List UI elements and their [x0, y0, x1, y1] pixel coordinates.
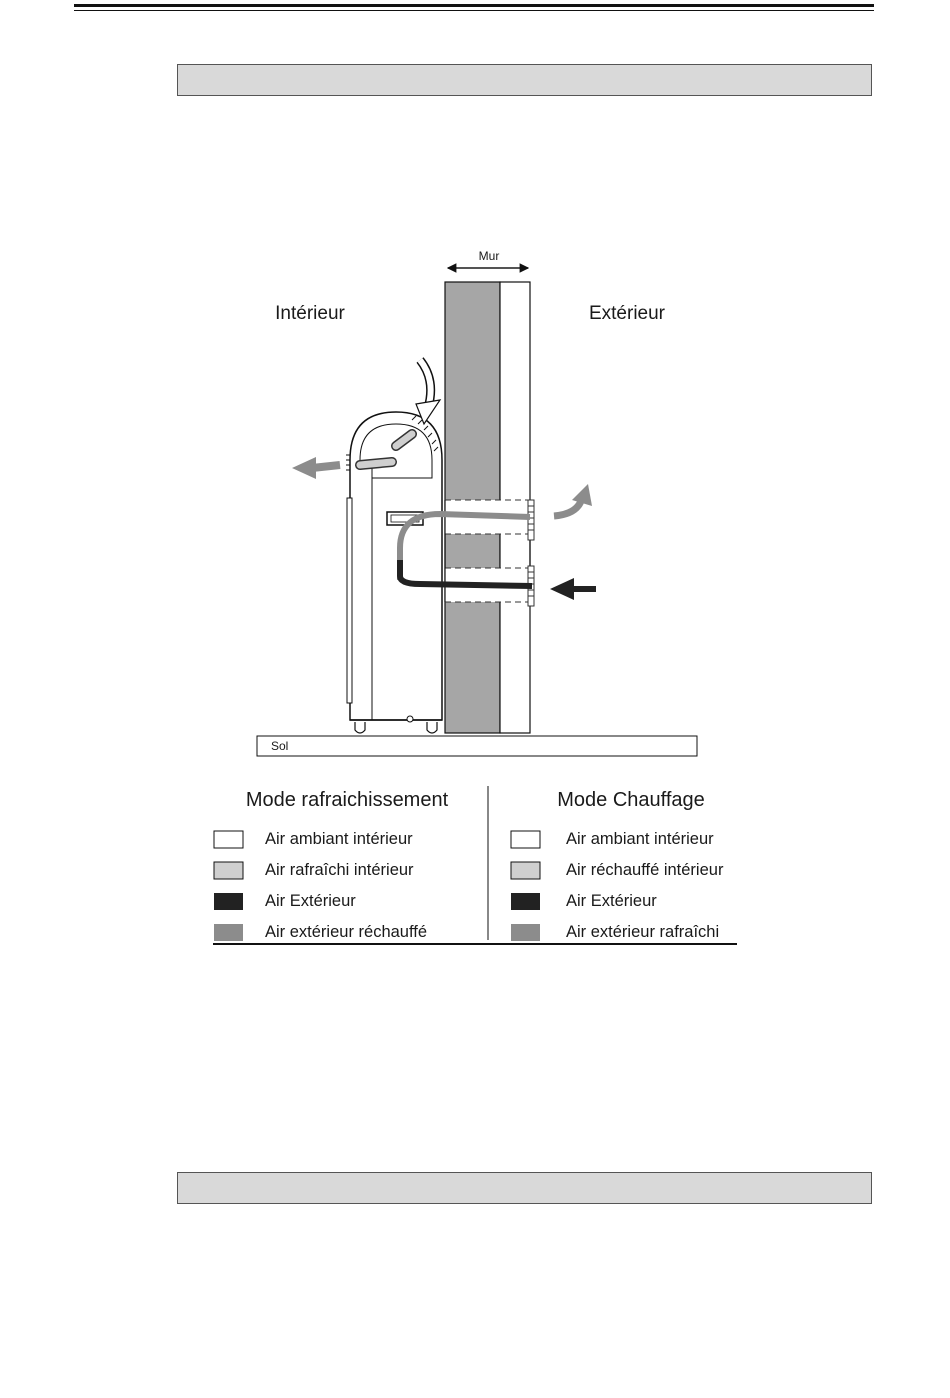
floor-label: Sol — [271, 739, 288, 753]
legend-heating-item-2: Air réchauffé intérieur — [566, 861, 724, 879]
legend-heating-item-1: Air ambiant intérieur — [566, 830, 714, 848]
interior-label: Intérieur — [275, 303, 345, 324]
legend-heating-item-3: Air Extérieur — [566, 892, 657, 910]
floor — [257, 736, 697, 756]
swatch-outdoor-heated — [214, 924, 243, 941]
legend-cooling-item-2: Air rafraîchi intérieur — [265, 861, 414, 879]
legend: Mode rafraichissement Mode Chauffage Air… — [213, 786, 737, 944]
wall — [445, 282, 530, 733]
swatch-ambient — [214, 831, 243, 848]
legend-heating-item-4: Air extérieur rafraîchi — [566, 923, 719, 941]
swatch-treated — [214, 862, 243, 879]
exterior-label: Extérieur — [589, 303, 666, 324]
legend-cooling-title: Mode rafraichissement — [246, 789, 449, 811]
outdoor-intake-arrow — [550, 578, 596, 600]
legend-cooling-item-3: Air Extérieur — [265, 892, 356, 910]
indoor-outlet-arrow — [292, 457, 340, 479]
legend-heating-title: Mode Chauffage — [557, 789, 705, 811]
exhaust-out-arrow — [554, 484, 592, 516]
wall-label: Mur — [479, 249, 500, 263]
swatch-outdoor-cooled — [511, 924, 540, 941]
swatch-outdoor — [511, 893, 540, 910]
swatch-outdoor — [214, 893, 243, 910]
legend-cooling-item-1: Air ambiant intérieur — [265, 830, 413, 848]
legend-cooling-item-4: Air extérieur réchauffé — [265, 923, 427, 941]
swatch-treated — [511, 862, 540, 879]
swatch-ambient — [511, 831, 540, 848]
ambient-air-arrow — [416, 360, 440, 424]
